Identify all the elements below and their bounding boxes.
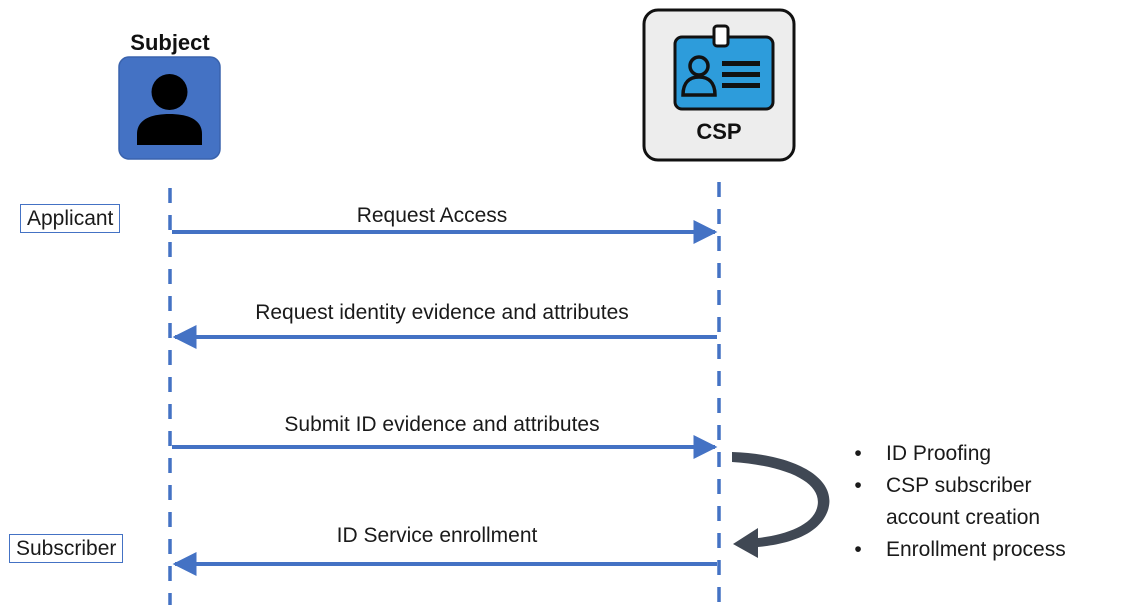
csp-box bbox=[642, 8, 796, 162]
process-note: • ID Proofing bbox=[848, 438, 1118, 470]
process-note: • CSP subscriber account creation bbox=[848, 470, 1118, 534]
id-badge-icon bbox=[673, 24, 775, 111]
message-label-enrollment: ID Service enrollment bbox=[336, 524, 538, 547]
message-label-submit-evidence: Submit ID evidence and attributes bbox=[284, 413, 600, 436]
bullet-icon: • bbox=[854, 474, 862, 497]
process-note: • Enrollment process bbox=[848, 534, 1118, 566]
process-notes-list: • ID Proofing • CSP subscriber account c… bbox=[848, 438, 1118, 566]
process-curve-arrow bbox=[732, 452, 830, 558]
subject-title: Subject bbox=[130, 30, 210, 55]
bullet-icon: • bbox=[854, 538, 862, 561]
process-note-text: ID Proofing bbox=[886, 442, 992, 465]
role-applicant: Applicant bbox=[20, 204, 121, 233]
process-note-text: Enrollment process bbox=[886, 538, 1066, 561]
csp-label: CSP bbox=[696, 119, 742, 144]
message-label-request-access: Request Access bbox=[356, 204, 508, 227]
message-label-request-evidence: Request identity evidence and attributes bbox=[255, 301, 629, 324]
role-subscriber: Subscriber bbox=[9, 534, 124, 563]
process-note-text: CSP subscriber account creation bbox=[886, 474, 1041, 529]
person-icon bbox=[118, 56, 221, 160]
bullet-icon: • bbox=[854, 442, 862, 465]
